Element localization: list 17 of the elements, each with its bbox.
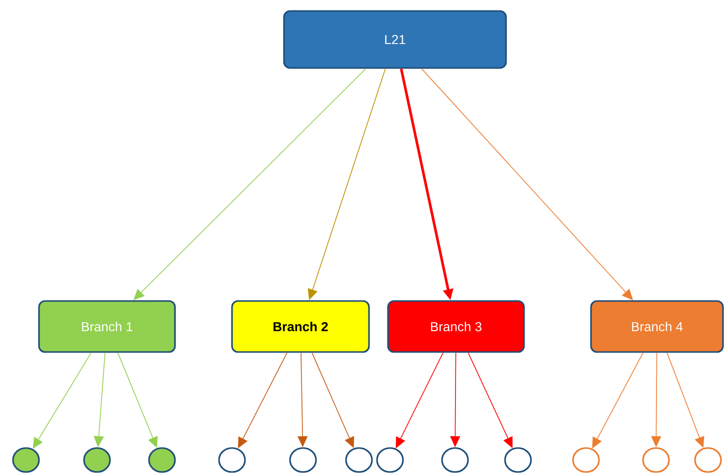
branch-box: Branch 3 bbox=[387, 300, 525, 353]
leaf-circle bbox=[345, 447, 373, 473]
branch-box: Branch 2 bbox=[231, 300, 370, 353]
branch-box: Branch 4 bbox=[590, 300, 724, 353]
leaf-circle bbox=[694, 447, 722, 473]
leaf-circle bbox=[642, 447, 670, 473]
leaf-circle bbox=[441, 447, 469, 473]
leaf-circle bbox=[504, 447, 532, 473]
root-box: L21 bbox=[283, 10, 507, 69]
leaf-circle bbox=[12, 447, 40, 473]
leaf-circle bbox=[218, 447, 246, 473]
leaf-circle bbox=[572, 447, 600, 473]
leaf-circle bbox=[148, 447, 176, 473]
leaf-circle bbox=[376, 447, 404, 473]
branch-box: Branch 1 bbox=[38, 300, 176, 353]
leaf-circle bbox=[289, 447, 317, 473]
leaf-circle bbox=[83, 447, 111, 473]
